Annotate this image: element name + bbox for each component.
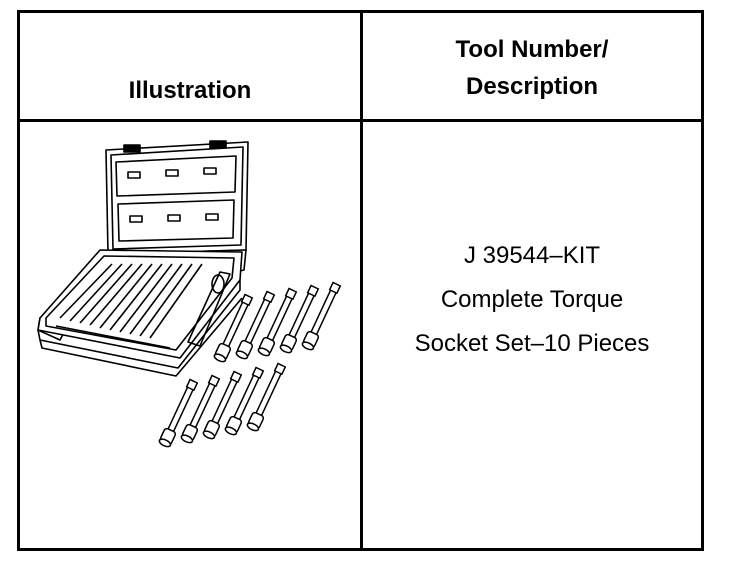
tool-table: Illustration Tool Number/ Description [17,10,704,551]
description-line2: Socket Set–10 Pieces [414,330,650,357]
socket-extension [257,287,298,357]
socket-extension [224,366,265,436]
column-divider [360,13,363,548]
socket-extension [213,293,254,363]
header-illustration-label: Illustration [128,77,252,104]
socket-extension [180,374,221,444]
header-tool-number: Tool Number/ Description [363,13,701,119]
header-tool-line2: Description [465,73,599,100]
socket-extension [279,284,320,354]
header-illustration: Illustration [20,13,360,119]
socket-extension [235,290,276,360]
socket-extension [158,378,199,448]
description-line1: Complete Torque [440,286,624,313]
socket-extension [301,281,342,351]
header-tool-line1: Tool Number/ [455,36,609,63]
socket-extension [246,362,287,432]
torque-socket-set-case-icon [37,140,342,448]
sockets-group [158,281,342,448]
tool-description-cell: J 39544–KIT Complete Torque Socket Set–1… [363,122,701,548]
tool-number: J 39544–KIT [463,242,601,269]
header-divider [20,119,701,122]
socket-extension [202,370,243,440]
illustration-cell [20,122,360,548]
